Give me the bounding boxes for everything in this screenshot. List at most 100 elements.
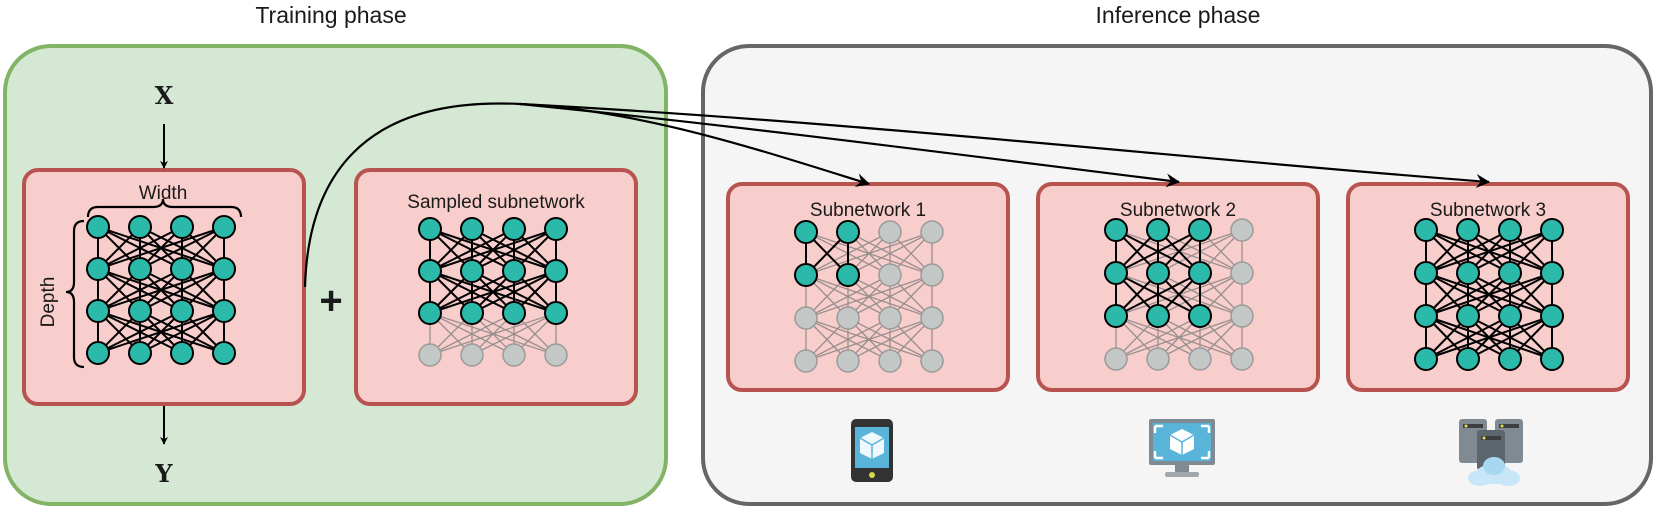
network-edge-active xyxy=(1467,272,1553,317)
network-node-active xyxy=(1498,304,1522,328)
network-node-inactive xyxy=(1188,347,1212,371)
network-node-active xyxy=(1414,218,1438,242)
network-edge-inactive xyxy=(1115,315,1243,360)
network-node-inactive xyxy=(418,343,442,367)
network-edge-inactive xyxy=(847,317,933,362)
network-edge-active xyxy=(97,226,225,270)
network-edge-active xyxy=(429,270,515,314)
network-edge-active xyxy=(1425,229,1553,274)
network-edge-active xyxy=(1425,272,1553,317)
network-node-active xyxy=(460,259,484,283)
network-node-active xyxy=(502,217,526,241)
network-node-active xyxy=(1540,261,1564,285)
network-node-active xyxy=(544,259,568,283)
desktop-monitor-icon xyxy=(1149,419,1215,477)
full-network-graph xyxy=(86,215,236,365)
network-node-active xyxy=(170,257,194,281)
network-node-active xyxy=(212,299,236,323)
network-node-active xyxy=(1414,261,1438,285)
network-edge-active xyxy=(1115,272,1201,317)
subnetwork-3-label: Subnetwork 3 xyxy=(1430,200,1546,221)
network-edge-inactive xyxy=(805,274,933,319)
network-node-active xyxy=(1146,304,1170,328)
subnetwork-2-graph xyxy=(1104,218,1254,371)
network-edge-active xyxy=(1425,272,1511,317)
network-node-active xyxy=(460,217,484,241)
arrow-to-subnetwork-1 xyxy=(303,102,871,288)
network-edge-active xyxy=(1425,315,1511,360)
network-node-active xyxy=(1188,261,1212,285)
network-node-active xyxy=(1104,218,1128,242)
subnetwork-3-graph xyxy=(1414,218,1564,371)
network-node-inactive xyxy=(544,343,568,367)
network-node-inactive xyxy=(878,220,902,244)
network-node-inactive xyxy=(502,343,526,367)
network-edge-inactive xyxy=(805,317,891,362)
network-node-inactive xyxy=(878,263,902,287)
subnetwork-1-label: Subnetwork 1 xyxy=(810,200,926,221)
network-node-active xyxy=(1498,347,1522,371)
width-brace xyxy=(86,198,243,218)
sampled-subnetwork-graph xyxy=(418,217,568,367)
network-node-active xyxy=(1188,218,1212,242)
network-edge-active xyxy=(429,270,557,314)
network-node-inactive xyxy=(1230,304,1254,328)
network-edge-active xyxy=(471,228,557,272)
network-node-inactive xyxy=(920,263,944,287)
network-edge-active xyxy=(97,310,225,354)
network-node-inactive xyxy=(1230,261,1254,285)
network-node-active xyxy=(1414,304,1438,328)
network-node-inactive xyxy=(920,306,944,330)
network-node-inactive xyxy=(794,306,818,330)
network-edge-inactive xyxy=(1157,315,1243,360)
network-edge-active xyxy=(97,268,225,312)
network-node-active xyxy=(128,257,152,281)
network-node-active xyxy=(1414,347,1438,371)
network-node-active xyxy=(212,341,236,365)
network-node-active xyxy=(418,217,442,241)
subnetwork-1-graph xyxy=(794,220,944,373)
network-edge-active xyxy=(1115,229,1201,274)
network-node-active xyxy=(128,341,152,365)
sampled-subnetwork-label: Sampled subnetwork xyxy=(407,192,585,213)
network-node-active xyxy=(1456,347,1480,371)
network-edge-inactive xyxy=(1115,315,1201,360)
arrow-to-subnetwork-2 xyxy=(519,102,1181,188)
network-node-inactive xyxy=(1146,347,1170,371)
network-node-inactive xyxy=(1230,347,1254,371)
network-node-active xyxy=(170,299,194,323)
network-node-inactive xyxy=(1104,347,1128,371)
network-node-active xyxy=(1456,304,1480,328)
network-node-active xyxy=(1540,304,1564,328)
network-node-active xyxy=(212,257,236,281)
network-node-active xyxy=(170,215,194,239)
network-node-active xyxy=(1498,218,1522,242)
network-edge-active xyxy=(471,270,557,314)
network-node-active xyxy=(170,341,194,365)
network-edge-inactive xyxy=(805,317,933,362)
network-edge-active xyxy=(97,310,183,354)
network-edge-active xyxy=(139,310,225,354)
network-node-active xyxy=(836,263,860,287)
network-edge-inactive xyxy=(805,274,891,319)
network-node-active xyxy=(86,215,110,239)
network-node-inactive xyxy=(1230,218,1254,242)
network-node-active xyxy=(128,215,152,239)
network-edge-active xyxy=(139,226,225,270)
network-node-active xyxy=(128,299,152,323)
network-edge-active xyxy=(429,228,557,272)
plus-symbol: + xyxy=(319,279,342,323)
network-node-active xyxy=(1540,347,1564,371)
output-symbol: Y xyxy=(154,459,173,488)
network-node-active xyxy=(418,301,442,325)
network-node-inactive xyxy=(836,349,860,373)
subnetwork-2-label: Subnetwork 2 xyxy=(1120,200,1236,221)
network-edge-active xyxy=(97,226,183,270)
network-node-active xyxy=(460,301,484,325)
network-edge-active xyxy=(429,228,515,272)
network-node-inactive xyxy=(920,220,944,244)
input-symbol: X xyxy=(155,81,174,110)
network-node-active xyxy=(1456,218,1480,242)
network-node-active xyxy=(836,220,860,244)
